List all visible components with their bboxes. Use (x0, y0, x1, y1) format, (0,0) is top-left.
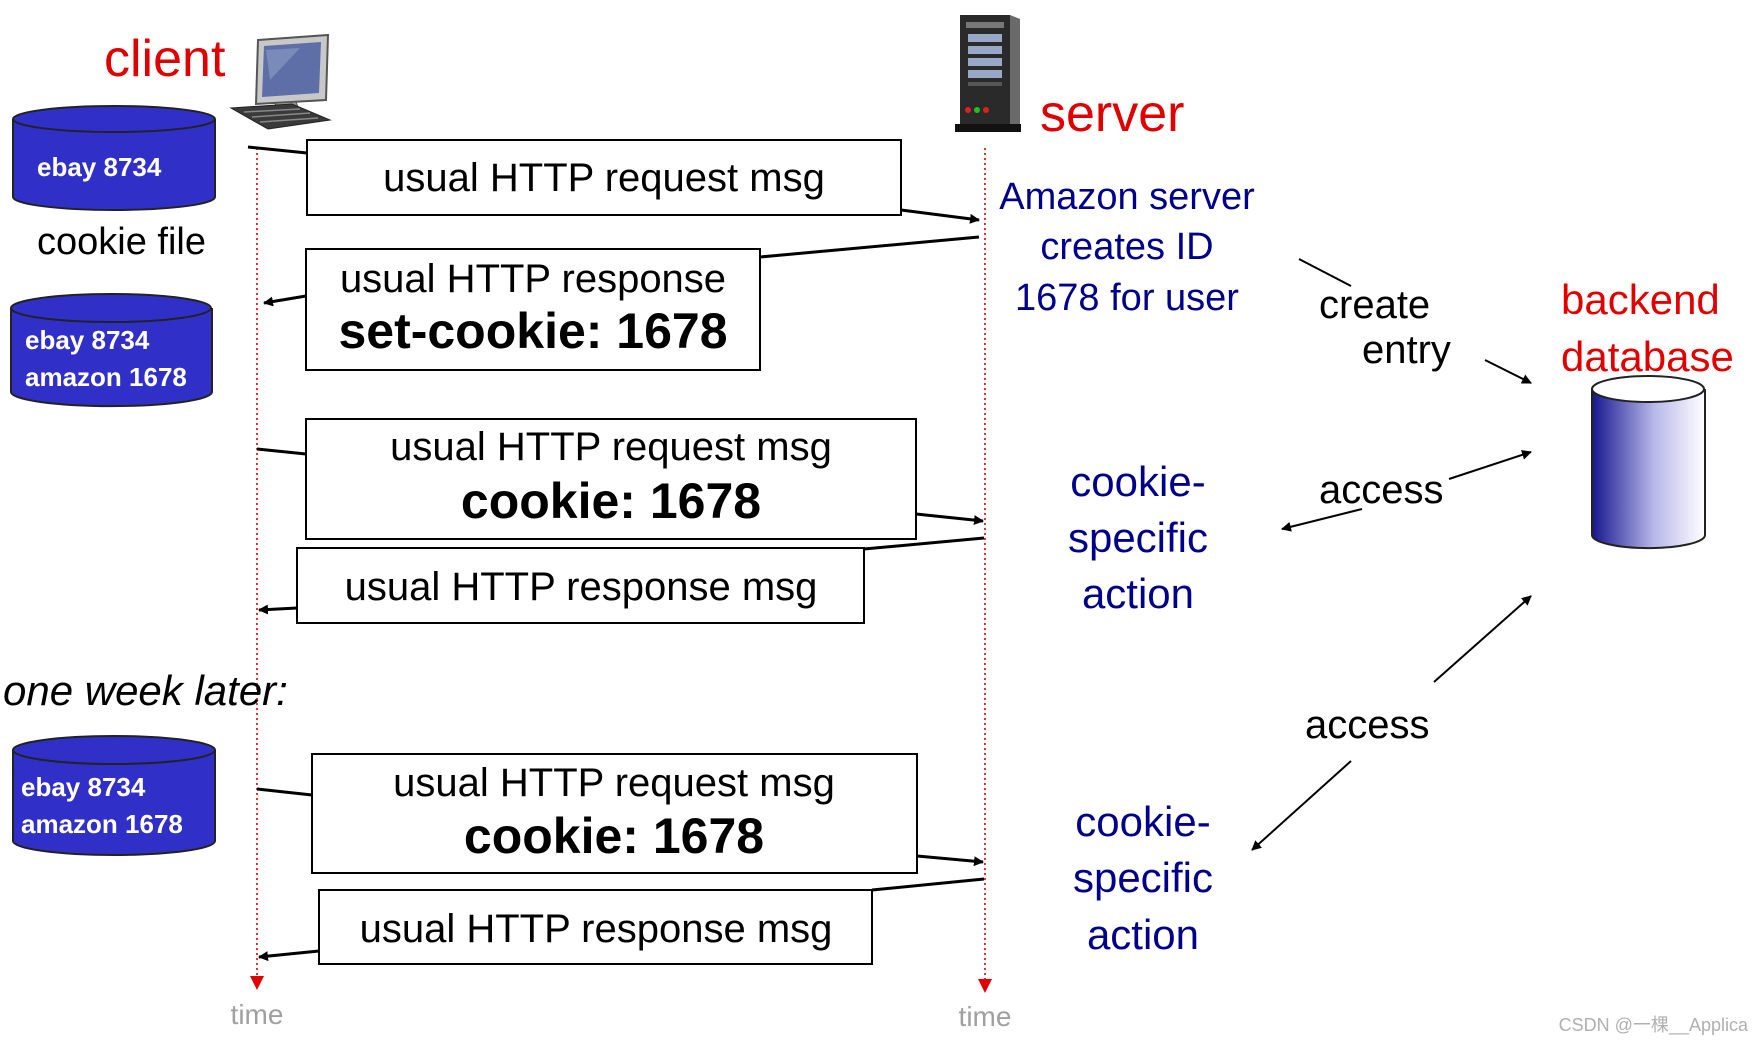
message-box (305, 248, 761, 371)
create-entry-arrow (1484, 359, 1532, 384)
access-arrow-to-database (1433, 595, 1532, 683)
server-label: server (1040, 85, 1184, 143)
note-line: Amazon server (999, 176, 1255, 218)
message-text: usual HTTP request msg (393, 761, 835, 805)
create-entry-connector (1298, 258, 1352, 287)
database-label: database (1561, 333, 1734, 380)
server-note-cookie-action: cookie- specific action (1068, 458, 1208, 617)
message-connector (247, 145, 308, 155)
cookie-entry: amazon 1678 (21, 809, 183, 839)
cookie-entry: ebay 8734 (25, 325, 150, 355)
server-timeline-arrowhead (978, 979, 992, 993)
cookie-header: cookie: 1678 (461, 473, 761, 529)
message-connector (256, 787, 313, 797)
one-week-later-label: one week later: (3, 667, 288, 714)
cookie-file-cylinder: ebay 8734 amazon 1678 (12, 735, 216, 856)
cookie-header: cookie: 1678 (464, 808, 764, 864)
message-box (311, 753, 918, 874)
cookie-file-cylinder: ebay 8734 amazon 1678 (10, 293, 213, 408)
access-arrow-to-server (1251, 760, 1352, 851)
set-cookie-header: set-cookie: 1678 (338, 303, 727, 359)
cookie-entry: amazon 1678 (25, 362, 187, 392)
client-timeline-arrowhead (250, 976, 264, 990)
message-connector (871, 877, 985, 892)
server-note-create-id: Amazon server creates ID 1678 for user (999, 176, 1255, 319)
cookie-entry: ebay 8734 (21, 772, 146, 802)
note-line: 1678 for user (1015, 277, 1239, 319)
create-entry-label: create (1319, 283, 1430, 327)
message-text: usual HTTP request msg (383, 156, 825, 200)
note-line: action (1087, 911, 1199, 958)
server-time-label: time (959, 1001, 1012, 1032)
message-connector (863, 536, 985, 551)
message-box (306, 139, 902, 216)
note-line: creates ID (1040, 226, 1213, 268)
access-arrow-to-database (1448, 450, 1532, 480)
message-box (305, 418, 917, 540)
message-text: usual HTTP response (340, 257, 726, 301)
message-arrow (263, 294, 307, 307)
watermark: CSDN @一棵__Applica (1559, 1015, 1749, 1036)
note-line: specific (1073, 854, 1213, 901)
cookie-file-cylinder: ebay 8734 (12, 105, 216, 211)
desktop-computer-icon (229, 33, 332, 130)
message-arrow (258, 604, 298, 615)
message-arrow (916, 854, 984, 867)
server-note-cookie-action: cookie- specific action (1073, 798, 1213, 958)
server-tower-icon (955, 15, 1021, 132)
message-box (318, 889, 873, 965)
cookie-entry: ebay 8734 (37, 152, 162, 182)
database-cylinder-icon (1591, 375, 1706, 550)
note-line: specific (1068, 514, 1208, 561)
message-box (296, 547, 865, 624)
client-time-label: time (231, 999, 284, 1030)
message-text: usual HTTP response msg (345, 565, 818, 609)
access-label: access (1319, 468, 1444, 512)
access-label: access (1305, 703, 1430, 747)
note-line: cookie- (1075, 798, 1210, 845)
message-text: usual HTTP response msg (360, 907, 833, 951)
message-arrow (915, 512, 984, 526)
note-line: cookie- (1070, 458, 1205, 505)
database-label: backend (1561, 276, 1720, 323)
message-arrow (258, 949, 320, 962)
message-connector (759, 235, 980, 259)
message-connector (256, 447, 307, 456)
message-text: usual HTTP request msg (390, 425, 832, 469)
note-line: action (1082, 570, 1194, 617)
create-entry-label: entry (1362, 328, 1451, 372)
access-arrow-to-server (1281, 508, 1363, 532)
message-arrow (900, 208, 980, 224)
client-label: client (104, 30, 226, 88)
cookie-file-caption: cookie file (37, 221, 206, 263)
